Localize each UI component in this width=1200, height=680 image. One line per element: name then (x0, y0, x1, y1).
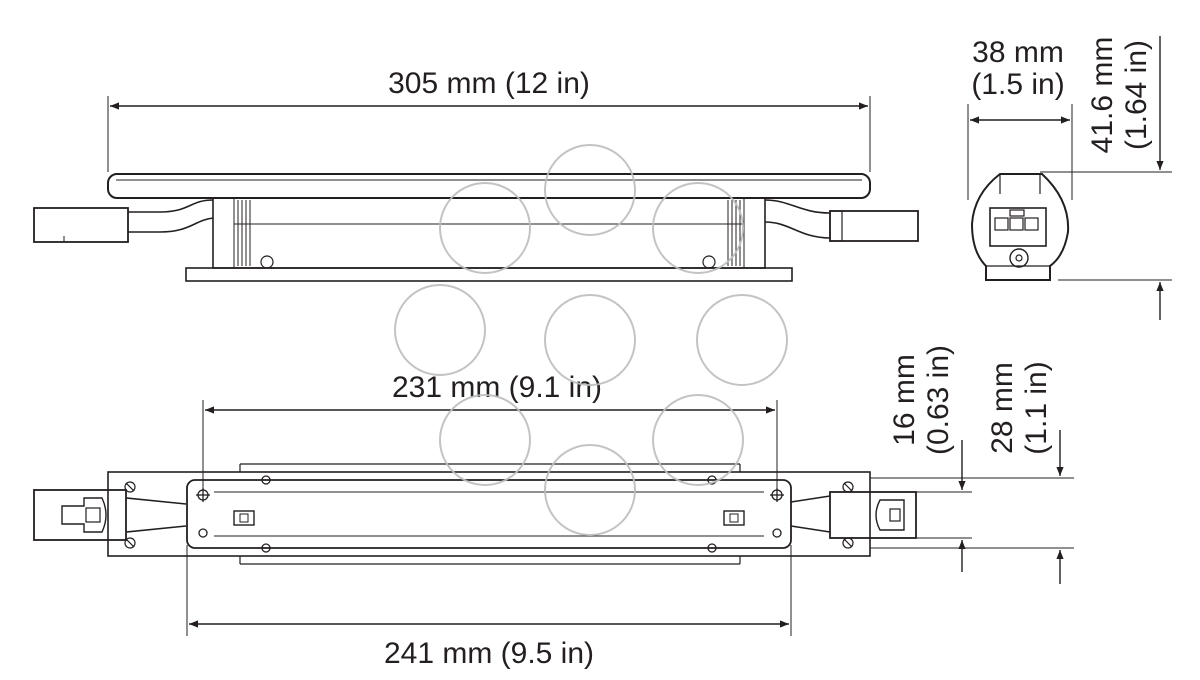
body-width-mm-label: 16 mm (888, 354, 921, 446)
overall-length-label: 305 mm (12 in) (388, 67, 590, 100)
base-plate (186, 479, 792, 549)
side-view: 305 mm (12 in) (33, 67, 919, 282)
base-length-label: 241 mm (9.5 in) (384, 637, 594, 670)
width-in-label: (1.5 in) (971, 68, 1064, 101)
mount-spacing-label: 231 mm (9.1 in) (392, 371, 602, 404)
socket (989, 207, 1047, 247)
end-profile (970, 173, 1070, 281)
height-in-label: (1.64 in) (1120, 40, 1153, 150)
end-view: 38 mm (1.5 in) 41.6 mm (1.64 in) (967, 36, 1172, 320)
left-cable (128, 199, 214, 233)
right-cable (764, 199, 831, 239)
width-mm-label: 38 mm (972, 36, 1064, 69)
watermark-logo (394, 144, 788, 536)
height-mm-label: 41.6 mm (1086, 37, 1119, 154)
plan-left-connector (33, 489, 127, 541)
top-plate (107, 173, 871, 199)
mounting-frame (107, 471, 871, 557)
right-connector (829, 210, 919, 242)
left-connector (33, 207, 129, 243)
ballast-body (212, 197, 766, 269)
plan-right-connector (829, 491, 917, 539)
body-width-in-label: (0.63 in) (922, 345, 955, 455)
base-flange (185, 267, 793, 282)
flange-width-mm-label: 28 mm (986, 362, 1019, 454)
flange-width-in-label: (1.1 in) (1020, 361, 1053, 454)
plan-view: 231 mm (9.1 in) 241 mm (9.5 in) (33, 345, 1074, 670)
